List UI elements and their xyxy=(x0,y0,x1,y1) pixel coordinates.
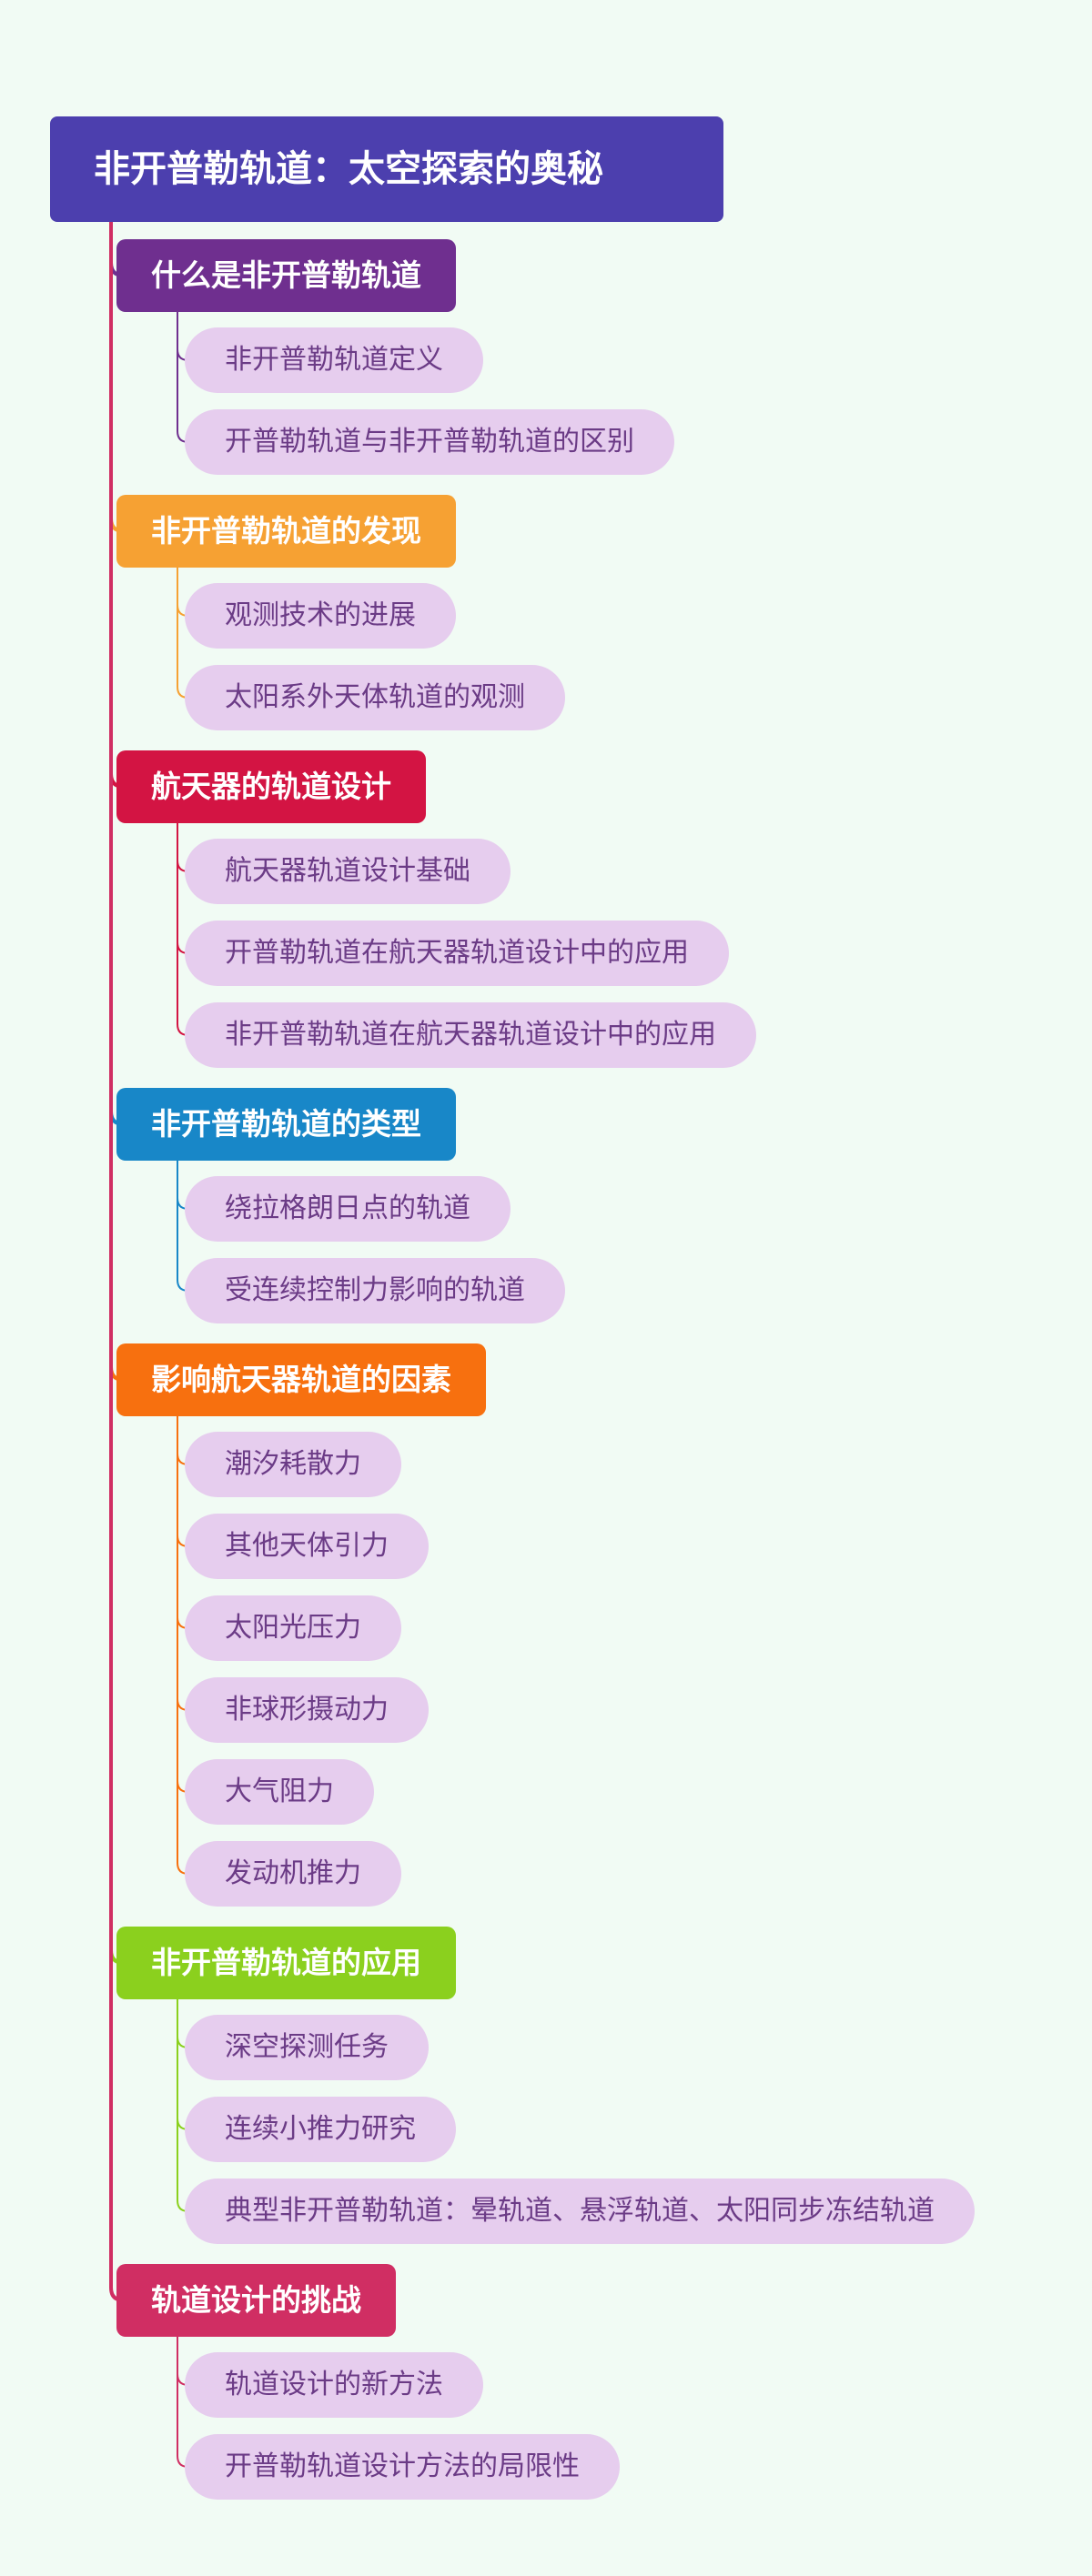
subtopic-node[interactable]: 开普勒轨道设计方法的局限性 xyxy=(185,2434,620,2500)
subtopic-node[interactable]: 受连续控制力影响的轨道 xyxy=(185,1258,565,1323)
subtopic-node[interactable]: 太阳系外天体轨道的观测 xyxy=(185,665,565,730)
subtopic-node[interactable]: 非球形摄动力 xyxy=(185,1677,429,1743)
topic-node[interactable]: 航天器的轨道设计 xyxy=(116,750,426,823)
subtopic-node[interactable]: 连续小推力研究 xyxy=(185,2097,456,2162)
subtopic-connector xyxy=(177,1415,191,1547)
subtopic-connector xyxy=(177,822,191,954)
subtopic-connector xyxy=(177,2336,191,2468)
subtopic-node[interactable]: 大气阻力 xyxy=(185,1759,374,1825)
subtopic-node[interactable]: 非开普勒轨道在航天器轨道设计中的应用 xyxy=(185,1002,756,1068)
subtopic-node[interactable]: 开普勒轨道在航天器轨道设计中的应用 xyxy=(185,921,729,986)
subtopic-node[interactable]: 典型非开普勒轨道：晕轨道、悬浮轨道、太阳同步冻结轨道 xyxy=(185,2179,975,2244)
subtopic-node[interactable]: 绕拉格朗日点的轨道 xyxy=(185,1176,511,1242)
topic-node[interactable]: 非开普勒轨道的类型 xyxy=(116,1088,456,1161)
subtopic-connector xyxy=(177,1160,191,1292)
topic-node[interactable]: 非开普勒轨道的发现 xyxy=(116,495,456,568)
subtopic-node[interactable]: 发动机推力 xyxy=(185,1841,401,1907)
subtopic-node[interactable]: 开普勒轨道与非开普勒轨道的区别 xyxy=(185,409,674,475)
subtopic-node[interactable]: 潮汐耗散力 xyxy=(185,1432,401,1497)
subtopic-node[interactable]: 轨道设计的新方法 xyxy=(185,2352,483,2418)
topic-node[interactable]: 非开普勒轨道的应用 xyxy=(116,1927,456,1999)
topic-node[interactable]: 影响航天器轨道的因素 xyxy=(116,1343,486,1416)
topic-node[interactable]: 轨道设计的挑战 xyxy=(116,2264,396,2337)
topic-node[interactable]: 什么是非开普勒轨道 xyxy=(116,239,456,312)
subtopic-node[interactable]: 太阳光压力 xyxy=(185,1595,401,1661)
subtopic-node[interactable]: 航天器轨道设计基础 xyxy=(185,839,511,904)
subtopic-connector xyxy=(177,1998,191,2130)
subtopic-node[interactable]: 其他天体引力 xyxy=(185,1514,429,1579)
subtopic-node[interactable]: 观测技术的进展 xyxy=(185,583,456,649)
subtopic-connector xyxy=(177,311,191,443)
subtopic-connector xyxy=(177,567,191,699)
trunk-connector xyxy=(109,216,126,1126)
root-node[interactable]: 非开普勒轨道：太空探索的奥秘 xyxy=(50,116,723,222)
subtopic-node[interactable]: 深空探测任务 xyxy=(185,2015,429,2080)
subtopic-node[interactable]: 非开普勒轨道定义 xyxy=(185,327,483,393)
